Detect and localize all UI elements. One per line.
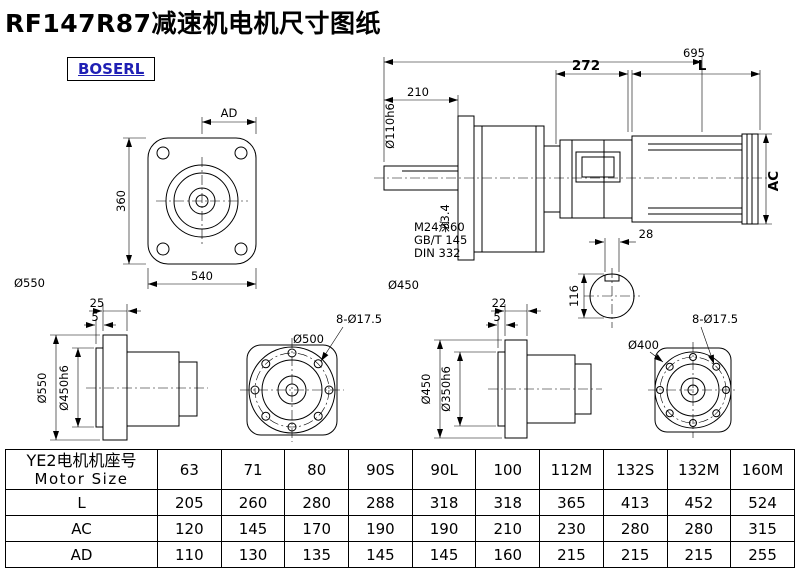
table-cell: 230 [539,515,604,542]
holes-8x17-label-1: 8-Ø17.5 [336,312,382,326]
page-title: RF147R87减速机电机尺寸图纸 [5,9,382,38]
dim-5b-label: 5 [493,310,500,324]
dim-25-label: 25 [90,296,105,310]
dia-450h6-label: Ø450h6 [57,365,71,411]
dim-116-label: 116 [567,285,581,307]
table-cell: 130 [220,541,286,568]
table-cell: 318 [475,489,541,516]
note-m24-label: M24深60 [414,220,465,234]
dia-500-label: Ø500 [293,332,324,346]
view-front-gearbox: AD 360 540 Ø550 [14,106,257,290]
technical-drawing: AD 360 540 Ø550 [14,46,782,442]
table-cell: 280 [602,515,668,542]
col-header: 71 [220,449,286,490]
dim-272-label: 272 [572,58,600,74]
table-cell: 215 [602,541,668,568]
view-flange-front-400: Ø400 8-Ø17.5 [628,312,738,438]
table-cell: 413 [602,489,668,516]
table-row-AC: AC 120 145 170 190 190 210 230 280 280 3… [5,515,795,542]
table-cell: 315 [730,515,795,542]
col-header: 63 [157,449,222,490]
header-line1: YE2电机机座号 [26,450,137,470]
table-cell: 255 [730,541,795,568]
holes-8x17-label-2: 8-Ø17.5 [692,312,738,326]
table-cell: 135 [284,541,350,568]
note-din332-label: DIN 332 [414,246,460,260]
dia-450-side-label: Ø450 [388,278,419,292]
table-cell: 160 [475,541,541,568]
table-cell: 318 [411,489,477,516]
table-cell: 452 [666,489,732,516]
view-flange-front-500: Ø500 8-Ø17.5 [240,312,382,442]
dim-334-label: 33.4 [438,204,452,230]
dim-ad-label: AD [221,106,238,120]
row-label: L [5,489,158,516]
view-flange-side-450: 22 5 Ø450 Ø350h6 [419,296,602,439]
motor-size-table: YE2电机机座号 Motor Size 63 71 80 90S 90L 100… [5,449,795,568]
table-cell: 288 [348,489,413,516]
dia-450-v-label: Ø450 [419,373,433,404]
dim-l-label: L [698,58,707,74]
fan-cowl [741,133,759,225]
dim-210-label: 210 [407,85,429,99]
motor-body [631,135,743,223]
table-cell: 190 [348,515,413,542]
col-header: 100 [475,449,541,490]
dia-400-label: Ø400 [628,338,659,352]
header-line2: Motor Size [34,469,129,488]
table-cell: 210 [475,515,541,542]
col-header: 132S [602,449,668,490]
dia-350h6-label: Ø350h6 [439,366,453,412]
dia-550-v-label: Ø550 [35,372,49,403]
dim-28-label: 28 [639,227,654,241]
table-cell: 145 [348,541,413,568]
table-cell: 524 [730,489,795,516]
col-header: 90S [348,449,413,490]
table-cell: 365 [539,489,604,516]
dim-695-label: 695 [683,46,705,60]
col-header: 112M [539,449,604,490]
dim-540-label: 540 [191,269,213,283]
table-header-motor-size: YE2电机机座号 Motor Size [5,449,158,490]
table-row-AD: AD 110 130 135 145 145 160 215 215 215 2… [5,541,795,568]
table-cell: 205 [157,489,222,516]
table-cell: 280 [666,515,732,542]
gearbox-body [473,125,545,253]
col-header: 160M [730,449,795,490]
table-cell: 170 [284,515,350,542]
row-label: AD [5,541,158,568]
table-header-row: YE2电机机座号 Motor Size 63 71 80 90S 90L 100… [5,449,795,490]
dim-22-label: 22 [492,296,507,310]
brand-logo: BOSERL [67,57,156,81]
table-cell: 145 [220,515,286,542]
view-side-assembly: 695 272 L 210 Ø110h6 M24深60 GB/T 14 [374,46,782,328]
table-cell: 260 [220,489,286,516]
dim-ac-label: AC [766,171,782,191]
table-cell: 110 [157,541,222,568]
table-cell: 215 [666,541,732,568]
table-cell: 145 [411,541,477,568]
row-label: AC [5,515,158,542]
dia-110-label: Ø110h6 [383,103,397,149]
dim-5-label: 5 [91,310,98,324]
note-gbt145-label: GB/T 145 [414,233,467,247]
dia-550-front-label: Ø550 [14,276,45,290]
table-cell: 120 [157,515,222,542]
col-header: 132M [666,449,732,490]
col-header: 80 [284,449,350,490]
col-header: 90L [411,449,477,490]
table-cell: 215 [539,541,604,568]
view-flange-side-550: 25 5 Ø550 Ø450h6 [35,296,208,441]
table-row-L: L 205 260 280 288 318 318 365 413 452 52… [5,489,795,516]
table-cell: 280 [284,489,350,516]
dim-360-label: 360 [114,190,128,212]
table-cell: 190 [411,515,477,542]
